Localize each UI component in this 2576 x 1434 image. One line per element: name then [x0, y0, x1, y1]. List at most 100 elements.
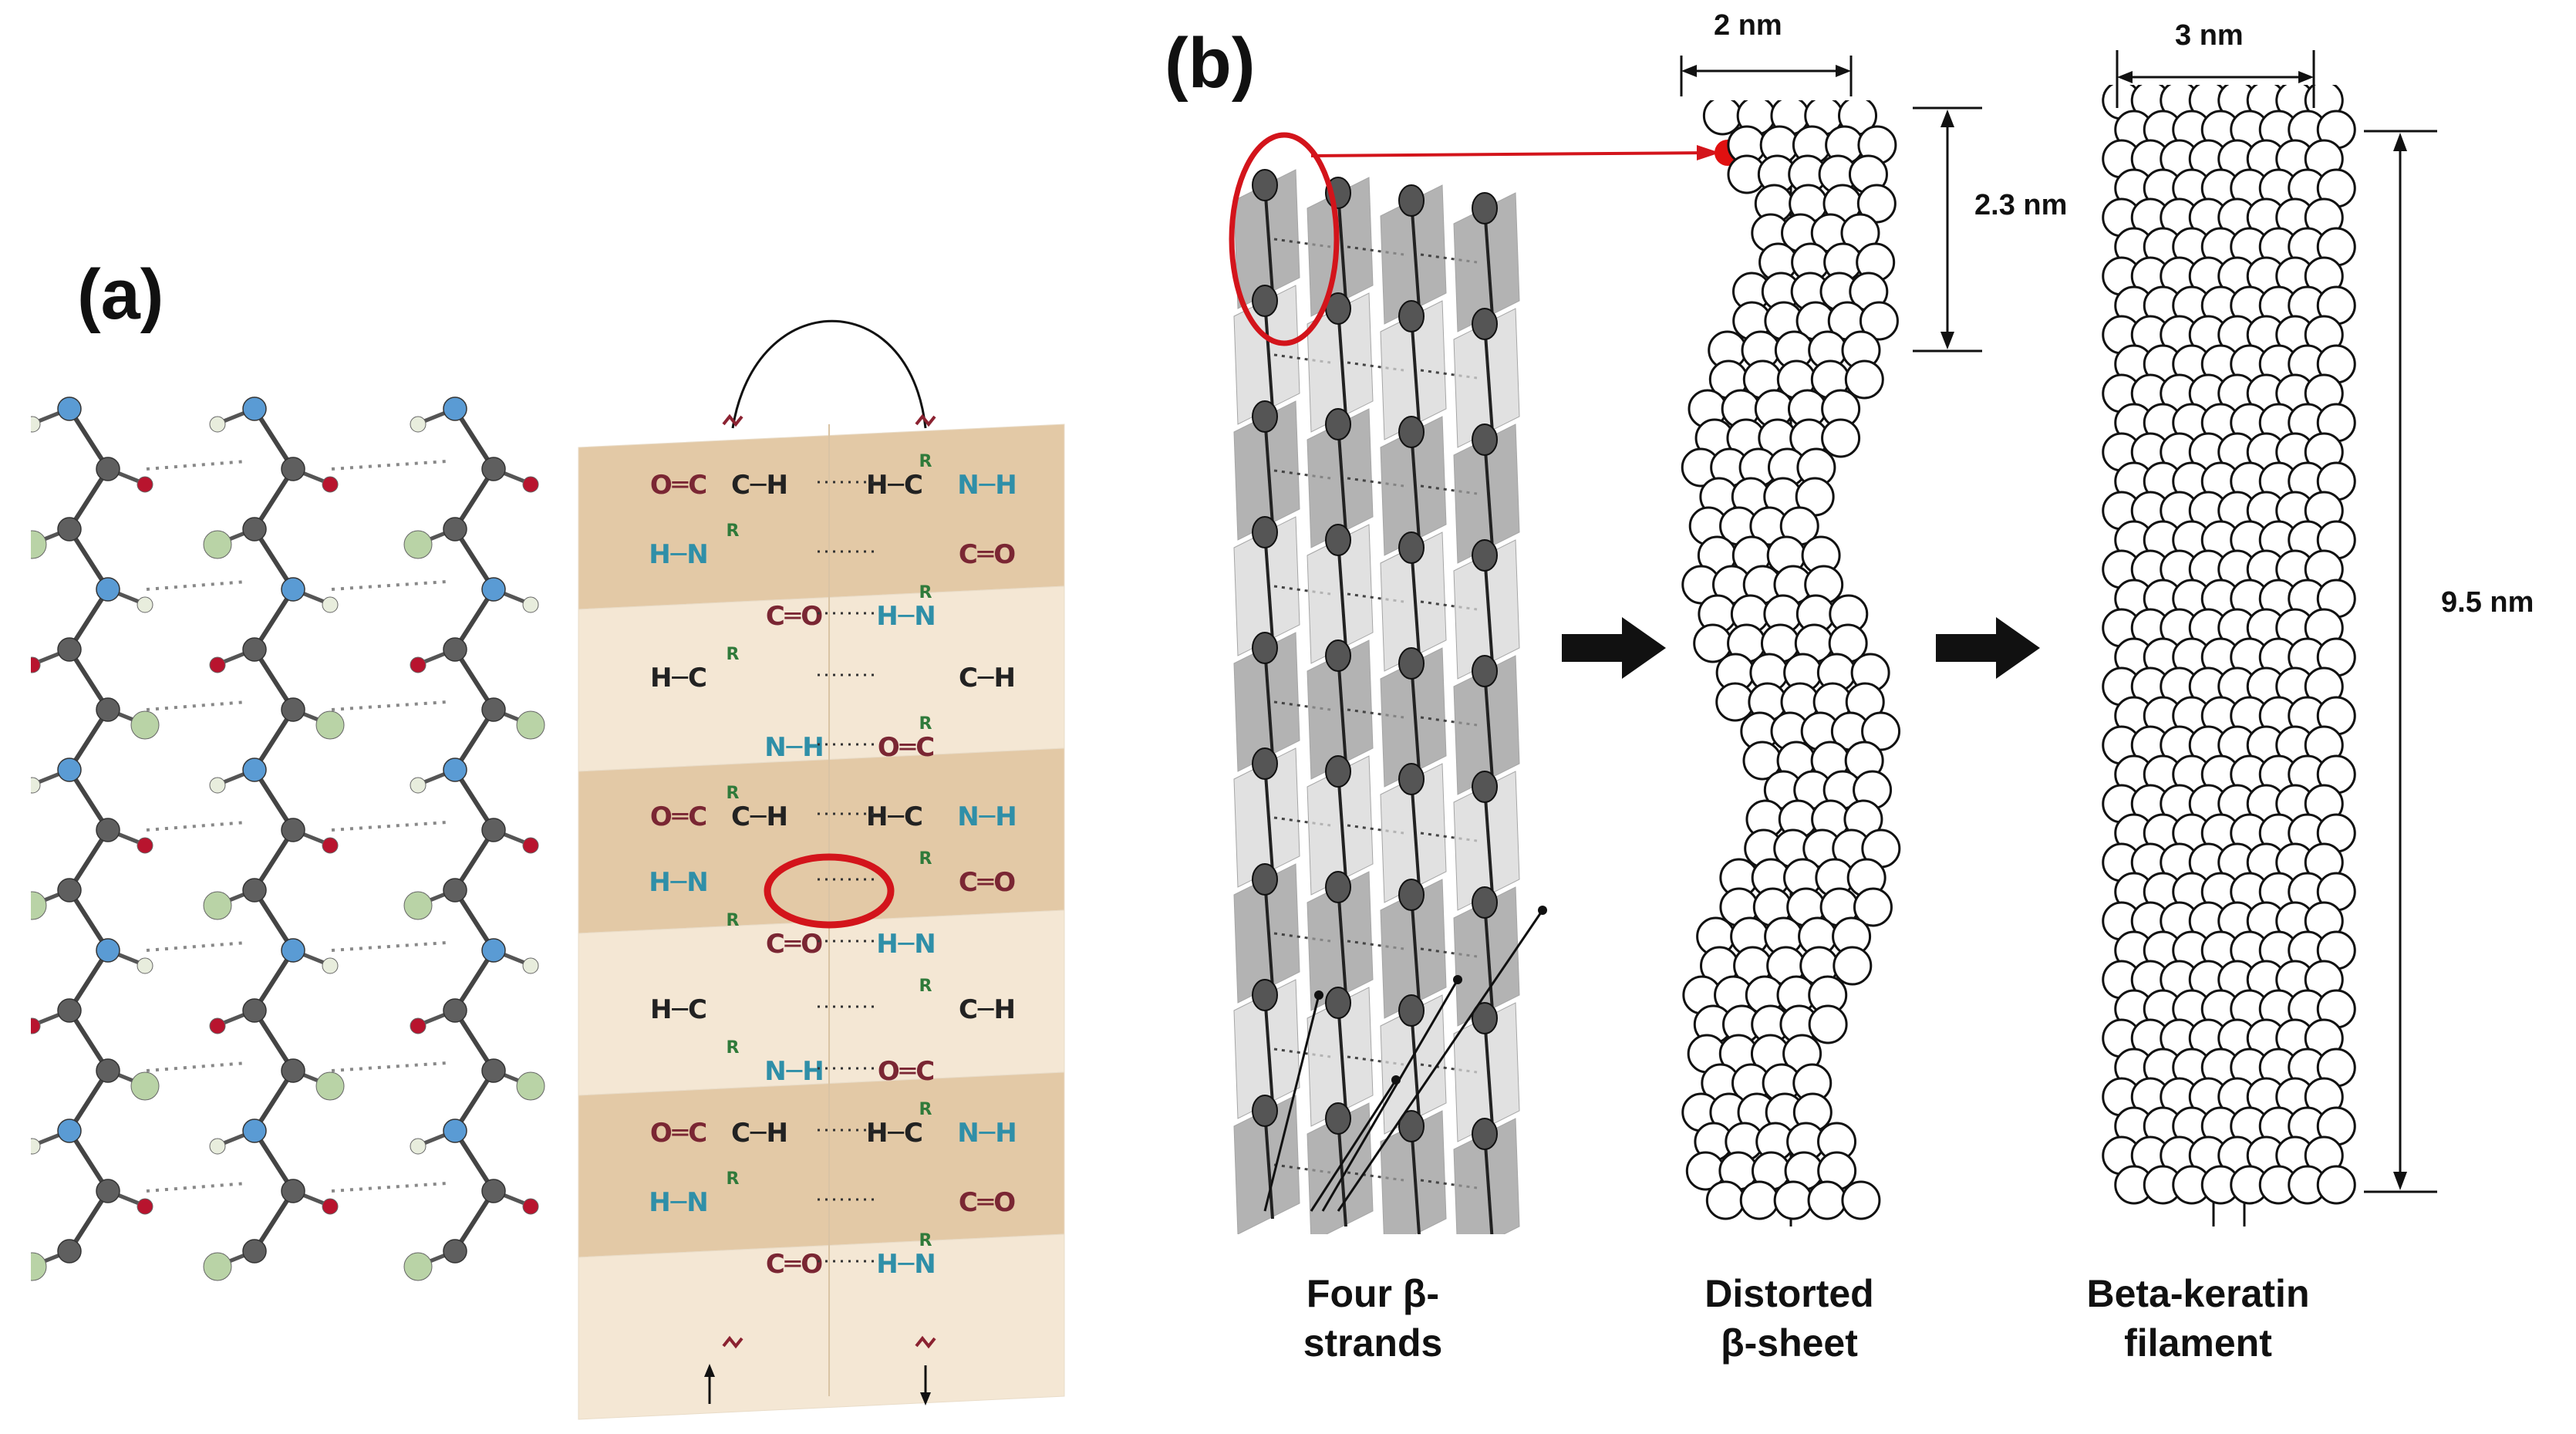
hydrogen-bond [146, 1061, 248, 1072]
oxygen-atom [522, 1198, 539, 1215]
strand-atom [1398, 300, 1425, 332]
nitrogen-atom [242, 757, 267, 782]
filament-residue [2316, 1165, 2356, 1205]
strand-backbone [1483, 1017, 1494, 1127]
oxygen-atom [31, 656, 41, 673]
strand-backbone [1483, 1133, 1494, 1234]
nitrogen-atom [281, 577, 305, 602]
carbon-atom [281, 1058, 305, 1083]
nitrogen-atom [443, 757, 467, 782]
caption-distorted-sheet-line2: β-sheet [1721, 1321, 1858, 1365]
break-mark [915, 1335, 936, 1349]
nitrogen-atom [96, 577, 120, 602]
strand-atom [1398, 416, 1425, 448]
ball-stick-beta-sheet [31, 396, 545, 1281]
r-group-label: R [919, 452, 932, 471]
carbon-atom [57, 1239, 82, 1264]
down-arrowhead [920, 1392, 931, 1405]
hydrogen-atom [137, 596, 153, 613]
hydrogen-atom [209, 416, 226, 433]
r-group-label: R [919, 714, 932, 734]
sheet-group-label: H─N [649, 1187, 708, 1218]
strand-backbone [1483, 323, 1494, 433]
break-mark [722, 1335, 743, 1349]
caption-four-strands-line1: Four β- [1306, 1272, 1440, 1315]
sheet-group-label: H─N [876, 1249, 936, 1280]
sheet-group-label: H─N [876, 929, 936, 960]
process-arrow-1 [1562, 617, 1666, 679]
hydrogen-bond [331, 580, 448, 591]
r-group-label: R [919, 977, 932, 996]
hydrogen-atom [322, 957, 339, 974]
oxygen-atom [209, 656, 226, 673]
strand-backbone [1263, 763, 1274, 872]
strand-atom [1252, 169, 1278, 201]
strand-atom [1252, 1095, 1278, 1127]
strand-backbone [1337, 655, 1347, 764]
hydrogen-bond [331, 941, 448, 952]
sheet-width-label: 2 nm [1714, 9, 1782, 42]
strand-atom [1472, 886, 1498, 919]
strand-backbone [1263, 994, 1274, 1104]
oxygen-atom [137, 476, 153, 493]
oxygen-atom [322, 837, 339, 854]
strand-atom [1252, 979, 1278, 1011]
sheet-group-label: O═C [650, 470, 707, 501]
sheet-group-label: C═O [766, 1249, 823, 1280]
nitrogen-atom [443, 1119, 467, 1143]
hydrogen-bond [146, 1182, 248, 1193]
hydrogen-atom [322, 596, 339, 613]
strand-atom [1398, 531, 1425, 564]
sheet-group-label: O═C [878, 1056, 935, 1087]
strand-atom [1252, 516, 1278, 548]
sheet-group-label: C═O [959, 1187, 1016, 1218]
strand-backbone [1337, 1002, 1347, 1112]
strand-atom [1252, 400, 1278, 433]
hydrogen-bond [331, 821, 448, 832]
sheet-residue [1821, 418, 1861, 458]
hydrogen-atom [209, 777, 226, 794]
strand-atom [1325, 524, 1351, 556]
carbon-atom [481, 457, 506, 481]
sheet-group-label: C─H [731, 801, 788, 832]
r-group-atom [516, 710, 545, 740]
strand-atom [1472, 308, 1498, 340]
strand-pointer-arrow [1310, 1079, 1398, 1212]
strand-backbone [1410, 1010, 1421, 1119]
strand-backbone [1483, 208, 1494, 317]
strand-backbone [1263, 647, 1274, 757]
strand-backbone [1263, 184, 1274, 294]
r-group-atom [31, 1252, 47, 1281]
carbon-atom [281, 457, 305, 481]
r-group-atom [31, 530, 47, 559]
strand-atom [1252, 285, 1278, 317]
hydrogen-bond [331, 1061, 448, 1072]
strand-backbone [1483, 439, 1494, 548]
strand-atom [1472, 423, 1498, 456]
r-group-atom [130, 1071, 160, 1101]
strand-atom [1398, 184, 1425, 217]
strand-pointer-arrow [1337, 909, 1544, 1212]
strand-atom [1325, 871, 1351, 903]
sheet-group-label: H─C [650, 663, 707, 693]
strand-backbone [1337, 771, 1347, 880]
hydrogen-atom [137, 957, 153, 974]
sheet-residue [1808, 1004, 1848, 1044]
strand-backbone [1263, 300, 1274, 410]
strand-atom [1398, 647, 1425, 680]
sheet-residue [1859, 301, 1899, 341]
strand-backbone [1337, 1118, 1347, 1227]
hydrogen-atom [410, 416, 427, 433]
caption-four-strands-line2: strands [1303, 1321, 1443, 1365]
nitrogen-atom [96, 938, 120, 963]
r-group-atom [516, 1071, 545, 1101]
carbon-atom [481, 1058, 506, 1083]
r-group-atom [403, 1252, 433, 1281]
carbon-atom [96, 1058, 120, 1083]
hydrogen-bond [146, 941, 248, 952]
strand-backbone [1337, 308, 1347, 417]
strand-atom [1472, 655, 1498, 687]
oxygen-atom [31, 1017, 41, 1034]
